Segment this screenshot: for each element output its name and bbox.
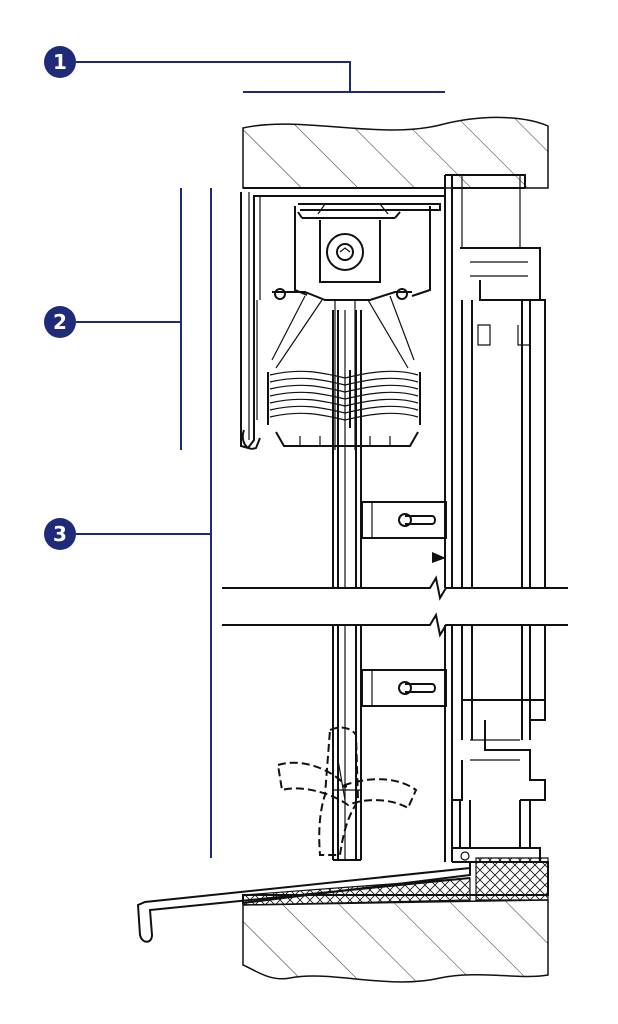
guide-clip-lower xyxy=(361,669,447,707)
callout-2: 2 xyxy=(44,188,182,450)
callout-3-badge xyxy=(44,518,76,550)
window-frame-lower xyxy=(444,625,546,863)
callout-1-number: 1 xyxy=(53,50,67,74)
lintel-wall xyxy=(242,116,549,189)
stacked-slats xyxy=(267,370,421,447)
bottom-wall xyxy=(242,899,549,983)
callout-1-leader xyxy=(76,61,351,92)
window-frame-upper xyxy=(444,174,546,588)
callout-2-number: 2 xyxy=(53,310,67,334)
callout-3: 3 xyxy=(44,188,212,858)
guide-rail xyxy=(332,310,362,861)
tilted-slat xyxy=(276,726,418,856)
callout-1: 1 xyxy=(44,46,445,93)
callout-3-number: 3 xyxy=(53,522,67,546)
callout-1-badge xyxy=(44,46,76,78)
guide-clip-upper xyxy=(361,501,447,563)
break-lines xyxy=(222,575,568,638)
head-box xyxy=(240,187,446,450)
window-sill xyxy=(136,857,549,943)
callout-2-badge xyxy=(44,306,76,338)
